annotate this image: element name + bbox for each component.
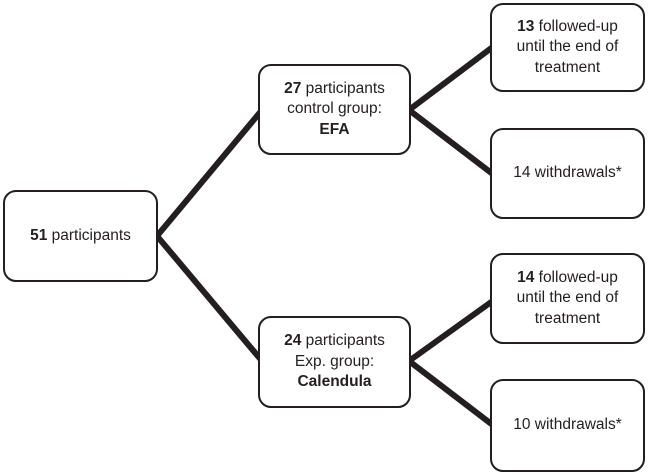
node-experimental-group-line3: Calendula	[297, 373, 372, 391]
edge-control-to-followup	[407, 43, 496, 113]
node-control-followup-line3: treatment	[534, 58, 601, 76]
edge-root-to-control	[154, 108, 265, 238]
node-experimental-followup: 14 followed-up until the end of treatmen…	[490, 253, 645, 344]
node-control-withdrawals: 14 withdrawals*	[490, 128, 645, 219]
node-experimental-withdrawals: 10 withdrawals*	[490, 379, 645, 472]
node-control-withdrawals-label: 14 withdrawals*	[513, 164, 622, 182]
node-experimental-group-line2: Exp. group:	[294, 352, 375, 370]
node-control-group: 27 participants control group: EFA	[258, 64, 411, 155]
node-experimental-group: 24 participants Exp. group: Calendula	[258, 316, 411, 408]
node-control-followup-line2: until the end of	[516, 38, 619, 56]
edge-control-to-withdrawal	[407, 107, 496, 178]
edge-root-to-experimental	[154, 234, 265, 363]
node-control-group-line3: EFA	[319, 120, 350, 138]
node-experimental-followup-line1: 14 followed-up	[517, 268, 618, 286]
node-control-followup: 13 followed-up until the end of treatmen…	[490, 3, 645, 92]
node-total-participants-label: 51 participants	[30, 226, 131, 244]
node-total-participants: 51 participants	[3, 190, 158, 282]
node-control-group-line1: 27 participants	[284, 79, 385, 97]
node-experimental-followup-line2: until the end of	[516, 289, 619, 307]
node-control-followup-line1: 13 followed-up	[517, 17, 618, 35]
node-control-group-line2: control group:	[287, 100, 382, 118]
node-experimental-followup-line3: treatment	[534, 309, 601, 327]
edge-exp-to-withdrawal	[407, 358, 496, 429]
edge-exp-to-followup	[407, 297, 496, 364]
node-experimental-group-line1: 24 participants	[284, 332, 385, 350]
node-experimental-withdrawals-label: 10 withdrawals*	[513, 416, 622, 434]
